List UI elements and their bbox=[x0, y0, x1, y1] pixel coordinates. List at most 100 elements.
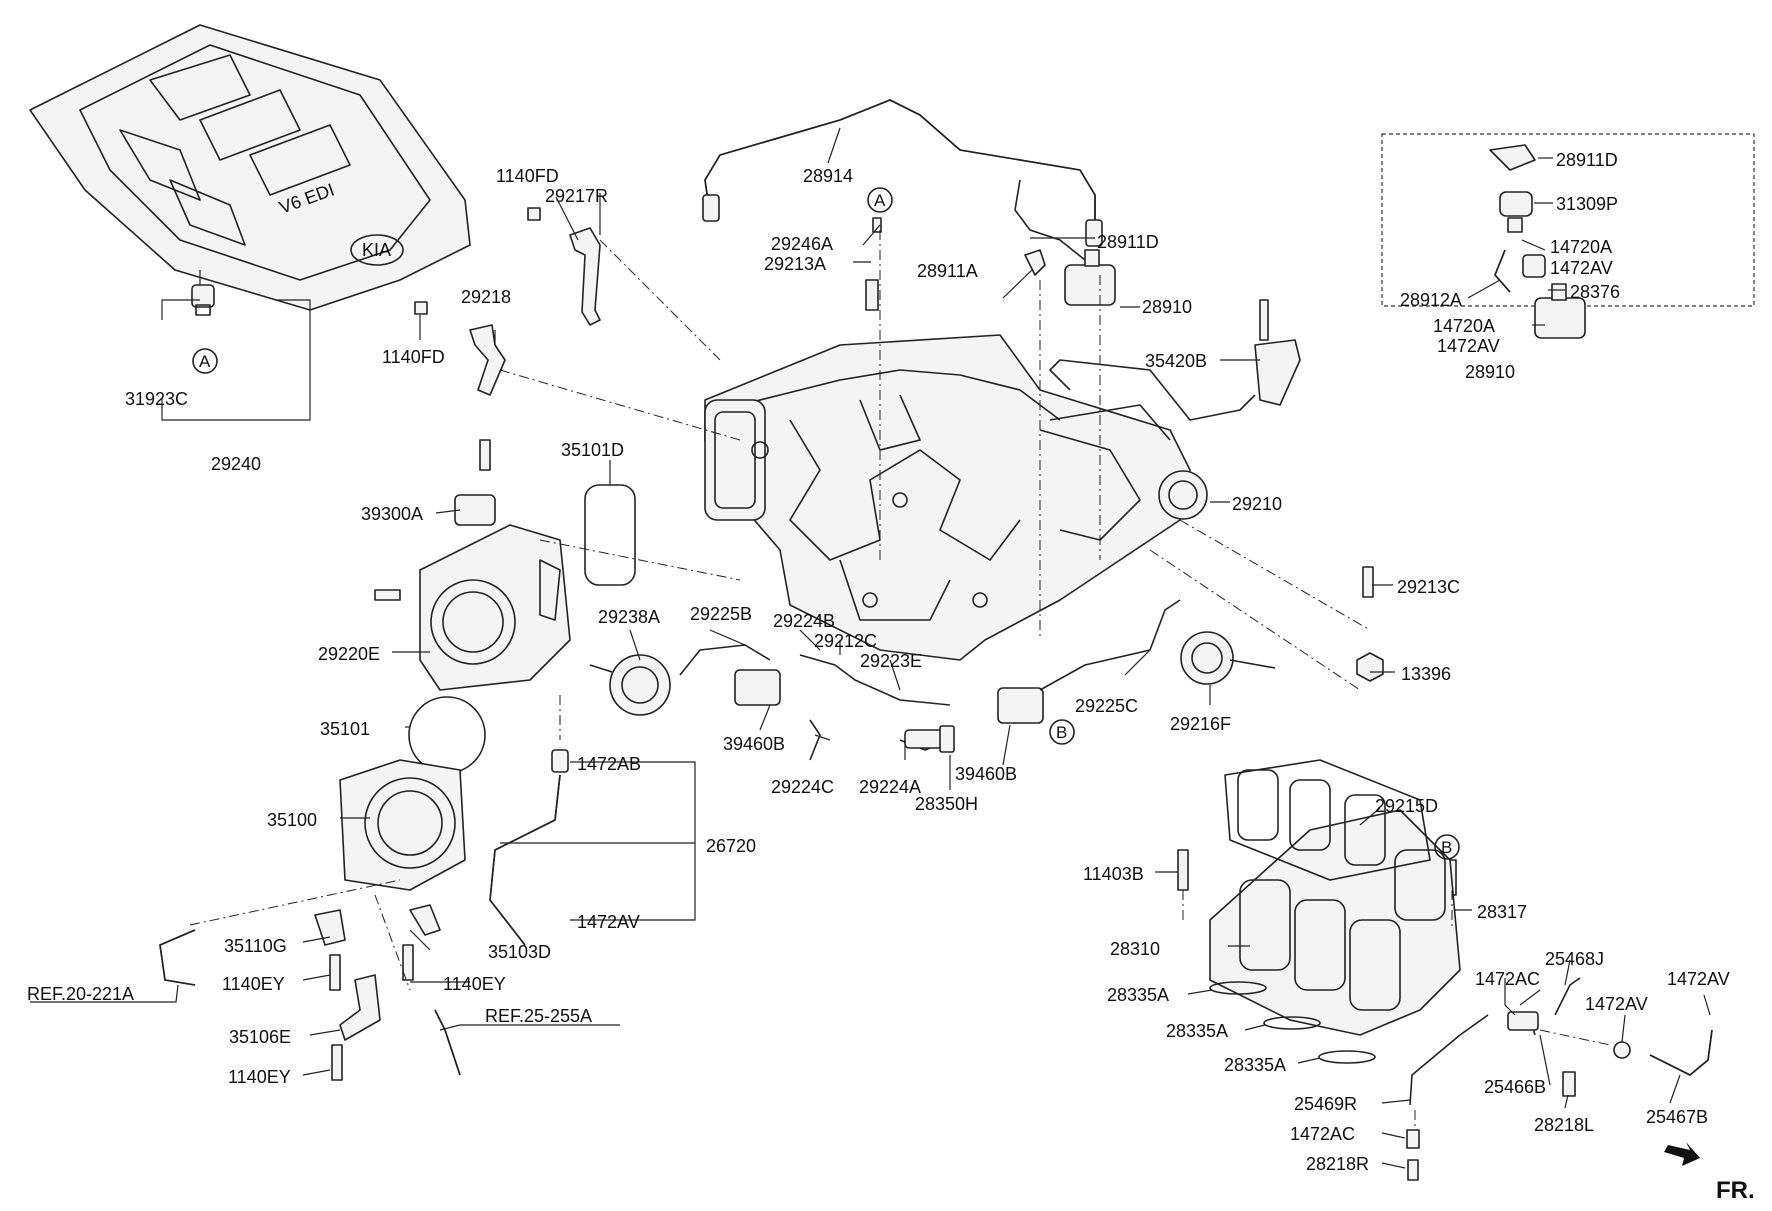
throttle-body-29220e bbox=[419, 494, 571, 691]
bolts bbox=[329, 217, 1457, 1081]
label-39460b-a: 39460B bbox=[723, 734, 785, 754]
detail-label-14720a-a: 14720A bbox=[1550, 237, 1612, 257]
gasket-35101 bbox=[408, 696, 486, 774]
detail-label-1472av-b: 1472AV bbox=[1437, 336, 1500, 356]
label-11403b: 11403B bbox=[1083, 864, 1144, 884]
marker-b-main-label: B bbox=[1056, 723, 1067, 742]
label-29220e: 29220E bbox=[318, 644, 380, 664]
label-28335a-b: 28335A bbox=[1166, 1021, 1228, 1041]
marker-b-manifold: B bbox=[1434, 834, 1460, 860]
marker-a-cover-label: A bbox=[199, 352, 211, 371]
marker-a-top-label: A bbox=[874, 191, 886, 210]
label-29217r: 29217R bbox=[545, 186, 608, 206]
label-1140ey-b: 1140EY bbox=[443, 974, 506, 994]
label-1472av-c: 1472AV bbox=[1667, 969, 1730, 989]
label-13396: 13396 bbox=[1401, 664, 1451, 684]
label-29212c: 29212C bbox=[814, 631, 877, 651]
label-31923c: 31923C bbox=[125, 389, 188, 409]
intake-manifold-upper bbox=[704, 334, 1208, 661]
label-28910: 28910 bbox=[1142, 297, 1192, 317]
cover-emblem: KIA bbox=[362, 240, 391, 260]
label-35110g: 35110G bbox=[224, 936, 287, 956]
cover-grommet bbox=[191, 284, 215, 316]
label-39460b-b: 39460B bbox=[955, 764, 1017, 784]
marker-a-top: A bbox=[867, 187, 893, 213]
front-label: FR. bbox=[1716, 1177, 1755, 1204]
solenoid-39460b-right bbox=[997, 687, 1044, 724]
label-35100: 35100 bbox=[267, 810, 317, 830]
label-25467b: 25467B bbox=[1646, 1107, 1708, 1127]
label-1472av-a: 1472AV bbox=[577, 912, 640, 932]
label-29215d: 29215D bbox=[1375, 796, 1438, 816]
guide-lines bbox=[189, 230, 1611, 1130]
label-1472av-b: 1472AV bbox=[1585, 994, 1648, 1014]
label-28310: 28310 bbox=[1110, 939, 1160, 959]
label-1140ey-a: 1140EY bbox=[222, 974, 285, 994]
label-29213c: 29213C bbox=[1397, 577, 1460, 597]
detail-label-28911d: 28911D bbox=[1556, 150, 1618, 170]
actuator-29216f bbox=[1180, 631, 1276, 685]
marker-b-manifold-label: B bbox=[1441, 838, 1452, 857]
pcv-hose bbox=[704, 99, 1096, 245]
label-35101: 35101 bbox=[320, 719, 370, 739]
label-28350h: 28350H bbox=[915, 794, 978, 814]
label-1140fd-b: 1140FD bbox=[382, 347, 445, 367]
label-28911d: 28911D bbox=[1097, 232, 1159, 252]
detail-label-31309p: 31309P bbox=[1556, 194, 1618, 214]
label-25468j: 25468J bbox=[1545, 949, 1604, 969]
gasket-35101d bbox=[584, 484, 636, 586]
front-arrow-icon bbox=[1664, 1142, 1700, 1166]
label-1472ac-a: 1472AC bbox=[1475, 969, 1540, 989]
label-29218: 29218 bbox=[461, 287, 511, 307]
bracket-29217r bbox=[527, 207, 601, 326]
label-1472ab: 1472AB bbox=[577, 754, 641, 774]
label-28911a: 28911A bbox=[917, 261, 978, 281]
label-35103d: 35103D bbox=[488, 942, 551, 962]
label-39300a: 39300A bbox=[361, 504, 423, 524]
gasket-29215d bbox=[1224, 759, 1431, 881]
label-29216f: 29216F bbox=[1170, 714, 1231, 734]
actuator-29238a bbox=[589, 654, 671, 716]
sensor-28350h bbox=[904, 725, 955, 753]
label-29224c: 29224C bbox=[771, 777, 834, 797]
label-29225c: 29225C bbox=[1075, 696, 1138, 716]
marker-b-main: B bbox=[1049, 719, 1075, 745]
sensor-35420b bbox=[1049, 299, 1301, 421]
label-28317: 28317 bbox=[1477, 902, 1527, 922]
label-ref-20-221a: REF.20-221A bbox=[27, 984, 134, 1004]
label-28335a-a: 28335A bbox=[1107, 985, 1169, 1005]
label-29225b: 29225B bbox=[690, 604, 752, 624]
label-29213a: 29213A bbox=[764, 254, 826, 274]
label-29238a: 29238A bbox=[598, 607, 660, 627]
label-28335a-c: 28335A bbox=[1224, 1055, 1286, 1075]
detail-box bbox=[1381, 133, 1755, 339]
label-28218r: 28218R bbox=[1306, 1154, 1369, 1174]
purge-valve-28910 bbox=[1014, 179, 1116, 306]
label-25466b: 25466B bbox=[1484, 1077, 1546, 1097]
lower-manifold-28310 bbox=[1209, 809, 1461, 1036]
label-26720: 26720 bbox=[706, 836, 756, 856]
label-35106e: 35106E bbox=[229, 1027, 291, 1047]
detail-label-28910: 28910 bbox=[1465, 362, 1515, 382]
label-35101d: 35101D bbox=[561, 440, 624, 460]
label-29224b: 29224B bbox=[773, 611, 835, 631]
label-25469r: 25469R bbox=[1294, 1094, 1357, 1114]
leader-lines bbox=[30, 127, 1711, 1169]
marker-a-cover: A bbox=[192, 348, 218, 374]
detail-label-28376: 28376 bbox=[1570, 282, 1620, 302]
label-28218l: 28218L bbox=[1534, 1115, 1594, 1135]
label-1140ey-c: 1140EY bbox=[228, 1067, 291, 1087]
detail-label-1472av-a: 1472AV bbox=[1550, 258, 1613, 278]
label-35420b: 35420B bbox=[1145, 351, 1207, 371]
hose-26720 bbox=[489, 774, 561, 946]
engine-cover: KIA V6 EDI bbox=[29, 24, 471, 311]
label-29210: 29210 bbox=[1232, 494, 1282, 514]
label-29246a: 29246A bbox=[771, 234, 833, 254]
detail-label-28912a: 28912A bbox=[1400, 290, 1462, 310]
label-28914: 28914 bbox=[803, 166, 853, 186]
label-1140fd-a: 1140FD bbox=[496, 166, 559, 186]
detail-label-14720a-b: 14720A bbox=[1433, 316, 1495, 336]
label-29223e: 29223E bbox=[860, 651, 922, 671]
solenoid-39460b-left bbox=[734, 669, 781, 706]
